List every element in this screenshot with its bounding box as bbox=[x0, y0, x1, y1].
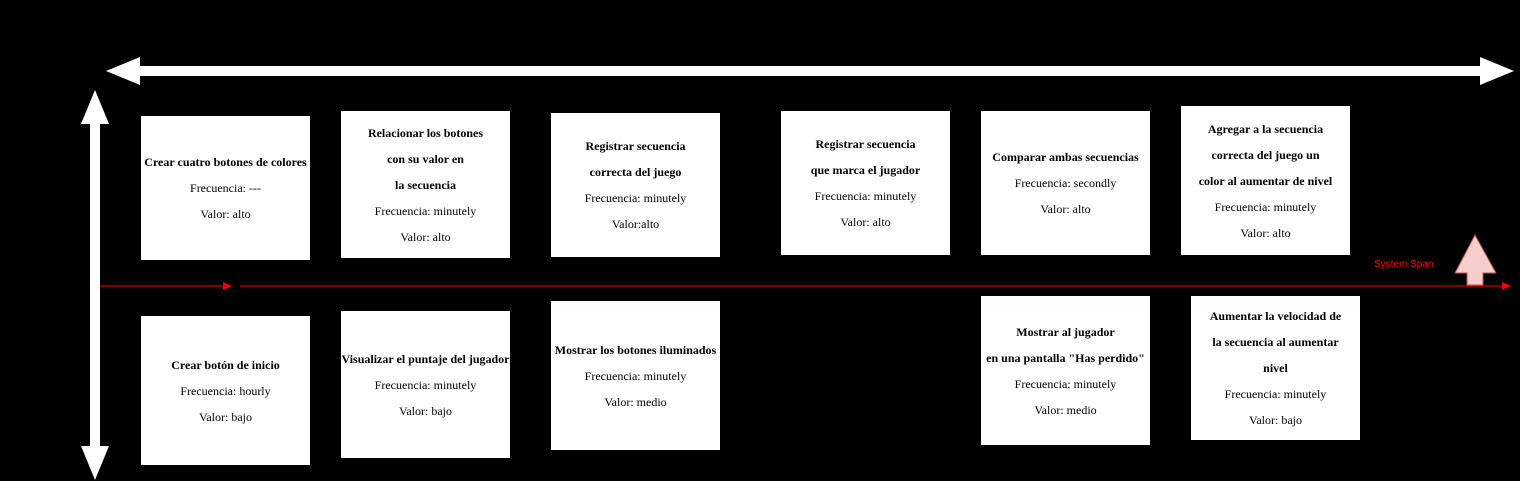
card-valor: Valor: medio bbox=[1034, 402, 1097, 417]
system-span-label: System Span bbox=[1374, 259, 1434, 270]
card-visualizar-puntaje[interactable]: Visualizar el puntaje del jugador Frecue… bbox=[341, 311, 510, 458]
card-title: Crear botón de inicio bbox=[171, 357, 280, 372]
card-agregar-color[interactable]: Agregar a la secuencia correcta del jueg… bbox=[1181, 106, 1350, 255]
card-title: Registrar secuencia correcta del juego bbox=[585, 139, 686, 179]
card-valor: Valor: alto bbox=[400, 229, 451, 244]
card-title: Relacionar los botones con su valor en l… bbox=[367, 125, 484, 192]
card-registrar-secuencia-jugador[interactable]: Registrar secuencia que marca el jugador… bbox=[781, 111, 950, 255]
card-mostrar-has-perdido[interactable]: Mostrar al jugador en una pantalla "Has … bbox=[981, 296, 1150, 445]
card-valor: Valor: bajo bbox=[199, 409, 252, 424]
card-frecuencia: Frecuencia: minutely bbox=[814, 189, 917, 203]
card-title: Visualizar el puntaje del jugador bbox=[341, 351, 510, 366]
card-valor: Valor: alto bbox=[840, 215, 891, 229]
card-title: Registrar secuencia que marca el jugador bbox=[810, 137, 921, 177]
card-title: Mostrar los botones iluminados bbox=[554, 342, 717, 357]
card-frecuencia: Frecuencia: hourly bbox=[180, 383, 271, 398]
card-title: Aumentar la velocidad de la secuencia al… bbox=[1209, 309, 1342, 375]
card-frecuencia: Frecuencia: --- bbox=[190, 181, 261, 195]
card-frecuencia: Frecuencia: minutely bbox=[1224, 387, 1327, 401]
card-frecuencia: Frecuencia: minutely bbox=[374, 377, 477, 392]
card-valor: Valor:alto bbox=[611, 217, 660, 231]
up-arrow-icon bbox=[1454, 233, 1497, 286]
card-valor: Valor: alto bbox=[1240, 225, 1291, 240]
card-aumentar-velocidad[interactable]: Aumentar la velocidad de la secuencia al… bbox=[1191, 296, 1360, 440]
vertical-double-arrow bbox=[81, 90, 109, 480]
horizontal-double-arrow bbox=[106, 57, 1514, 85]
card-frecuencia: Frecuencia: minutely bbox=[374, 203, 477, 218]
card-title: Agregar a la secuencia correcta del jueg… bbox=[1198, 121, 1333, 188]
card-frecuencia: Frecuencia: minutely bbox=[1014, 376, 1117, 391]
card-mostrar-botones-iluminados[interactable]: Mostrar los botones iluminados Frecuenci… bbox=[551, 301, 720, 450]
card-crear-boton-inicio[interactable]: Crear botón de inicio Frecuencia: hourly… bbox=[141, 316, 310, 465]
card-valor: Valor: alto bbox=[200, 207, 251, 221]
card-crear-cuatro-botones[interactable]: Crear cuatro botones de colores Frecuenc… bbox=[141, 116, 310, 260]
card-frecuencia: Frecuencia: minutely bbox=[584, 191, 687, 205]
card-title: Comparar ambas secuencias bbox=[992, 150, 1139, 164]
card-frecuencia: Frecuencia: minutely bbox=[584, 368, 687, 383]
card-valor: Valor: alto bbox=[1040, 202, 1091, 216]
card-valor: Valor: bajo bbox=[399, 403, 452, 418]
system-span-line bbox=[100, 282, 1511, 290]
card-valor: Valor: bajo bbox=[1249, 413, 1302, 427]
card-relacionar-botones[interactable]: Relacionar los botones con su valor en l… bbox=[341, 111, 510, 258]
card-comparar-secuencias[interactable]: Comparar ambas secuencias Frecuencia: se… bbox=[981, 111, 1150, 255]
card-title: Mostrar al jugador en una pantalla "Has … bbox=[986, 324, 1145, 365]
card-registrar-secuencia-juego[interactable]: Registrar secuencia correcta del juego F… bbox=[551, 113, 720, 257]
card-frecuencia: Frecuencia: secondly bbox=[1014, 176, 1117, 190]
card-valor: Valor: medio bbox=[604, 394, 667, 409]
card-frecuencia: Frecuencia: minutely bbox=[1214, 199, 1317, 214]
card-title: Crear cuatro botones de colores bbox=[144, 155, 307, 169]
